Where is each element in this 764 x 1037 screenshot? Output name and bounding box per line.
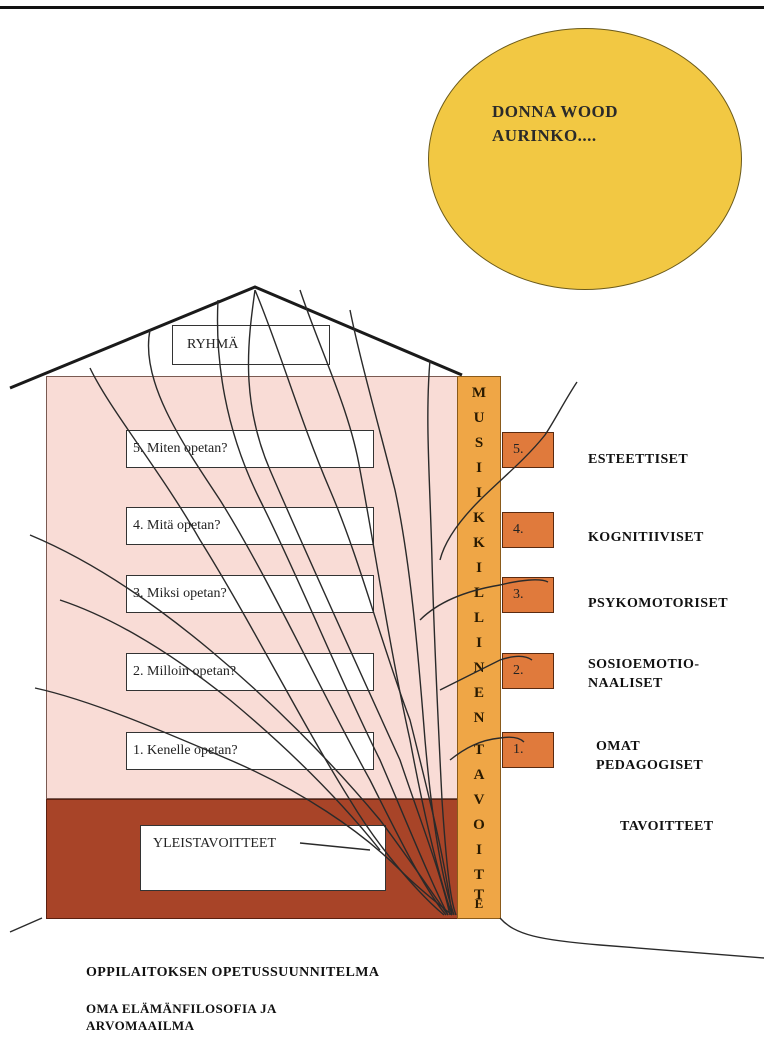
column-letter: V: [473, 792, 485, 808]
floor-box-3: 3. Miksi opetan?: [126, 575, 374, 613]
column-letter: K: [473, 510, 485, 526]
label-omat-pedagogiset: OMAT PEDAGOGISET: [596, 739, 704, 773]
column-letter: T: [473, 867, 484, 883]
floor-box-4: 4. Mitä opetan?: [126, 507, 374, 545]
bottom-elamanfilosofia: OMA ELÄMÄNFILOSOFIA JA ARVOMAAILMA: [86, 1001, 277, 1033]
top-rule: [0, 6, 764, 9]
bottom-opetussuunnitelma: OPPILAITOKSEN OPETUSSUUNNITELMA: [86, 965, 380, 980]
column-letter: E: [473, 685, 484, 701]
column-letter: N: [473, 660, 485, 676]
column-letter: I: [476, 560, 482, 576]
tab-2: 2.: [502, 653, 554, 689]
column-letter: I: [476, 460, 482, 476]
column-letter: O: [473, 817, 485, 833]
column-letter: N: [473, 710, 485, 726]
column-letter: K: [473, 535, 485, 551]
tab-4: 4.: [502, 512, 554, 548]
label-sosioemotionaaliset: SOSIOEMOTIO- NAALISET: [588, 657, 700, 691]
column-letter: I: [476, 635, 482, 651]
sun-circle: [428, 28, 742, 290]
label-esteettiset: ESTEETTISET: [588, 452, 689, 467]
root-lines: [9, 289, 764, 959]
tab-1: 1.: [502, 732, 554, 768]
musiikillinen-tavoite-column: [457, 376, 501, 919]
column-letter: M: [471, 385, 487, 401]
column-letter: A: [473, 767, 485, 783]
column-letter: T: [473, 887, 484, 903]
column-letter: L: [473, 610, 484, 626]
column-letter: S: [474, 435, 484, 451]
column-letter: T: [473, 742, 484, 758]
column-letter: I: [476, 842, 482, 858]
floor-box-5: 5. Miten opetan?: [126, 430, 374, 468]
sun-label: DONNA WOOD AURINKO....: [492, 102, 619, 145]
roof-outline: [9, 285, 463, 390]
tab-5: 5.: [502, 432, 554, 468]
label-psykomotoriset: PSYKOMOTORISET: [588, 596, 728, 611]
base-box-yleistavoitteet: YLEISTAVOITTEET: [140, 825, 386, 891]
label-tavoitteet: TAVOITTEET: [620, 819, 714, 834]
column-letter: I: [476, 485, 482, 501]
label-kognitiiviset: KOGNITIIVISET: [588, 530, 704, 545]
column-letter: L: [473, 585, 484, 601]
column-letter: E: [474, 896, 484, 911]
column-letter: U: [473, 410, 485, 426]
